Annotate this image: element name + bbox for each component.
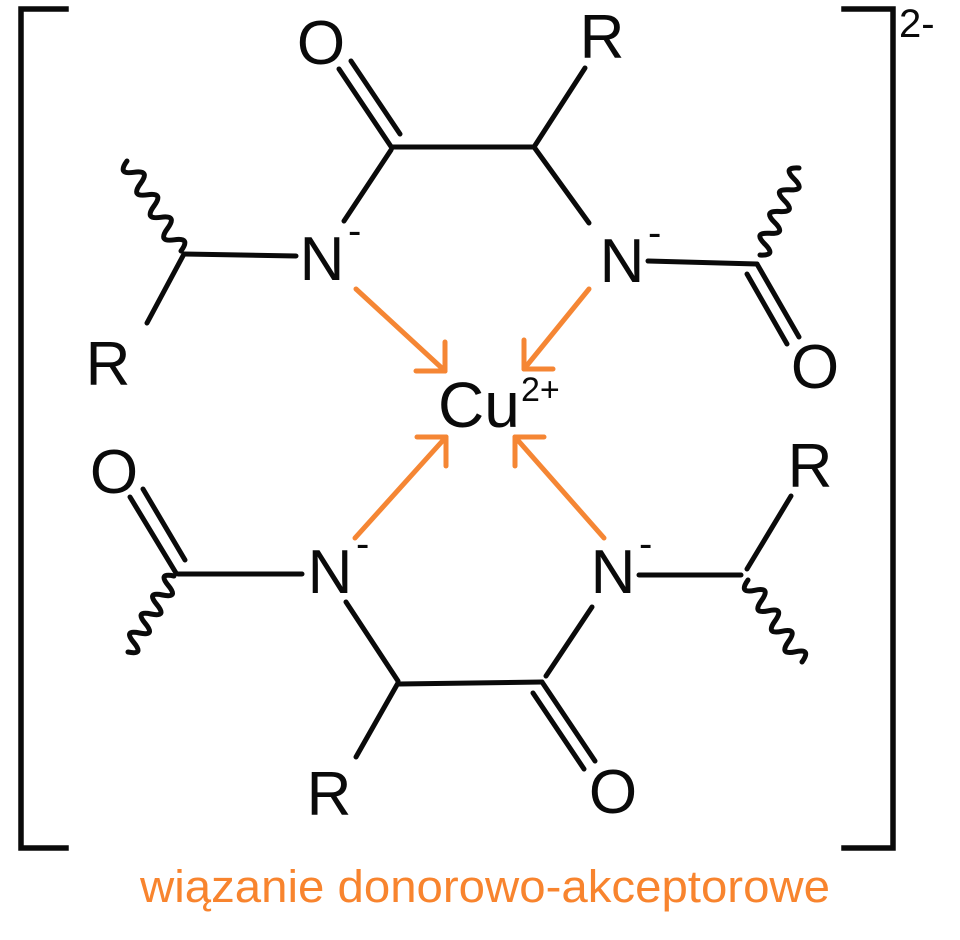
nitrogen-charge-label: - — [648, 211, 661, 255]
carbonyl-double-bond-line — [336, 66, 395, 151]
c-n-bond — [531, 144, 592, 226]
nitrogen-charge-label: - — [356, 522, 369, 566]
c-r-bond — [531, 65, 588, 150]
carbonyl-double-bond-line — [127, 494, 179, 576]
nitrogen-label: N — [308, 538, 353, 607]
wavy-bond — [741, 577, 809, 665]
carbonyl-double-bond-line — [348, 58, 403, 137]
carbonyl-double-bond-line — [754, 261, 802, 340]
atom-labels: O R N - N - O R Cu 2+ O N - N - R O R — [86, 3, 840, 829]
c-r-bond — [353, 680, 401, 760]
wavy-bond — [757, 165, 802, 258]
nitrogen-label: N — [300, 225, 345, 294]
r-group-label: R — [580, 3, 625, 72]
wavy-bond — [125, 572, 177, 656]
c-c-bond — [396, 679, 545, 687]
n-c-bond — [181, 251, 299, 259]
oxygen-label: O — [791, 333, 839, 402]
bond-lines — [120, 58, 809, 772]
donor-acceptor-arrow — [353, 286, 448, 374]
carbonyl-double-bond-line — [539, 679, 598, 764]
wavy-bond — [120, 158, 188, 254]
donor-acceptor-arrow — [512, 434, 607, 541]
complex-brackets — [18, 6, 896, 851]
carbonyl-double-bond-line — [140, 486, 188, 563]
carbonyl-double-bond-line — [744, 271, 790, 347]
central-ion-charge-label: 2+ — [521, 371, 560, 409]
c-n-bond — [341, 147, 394, 224]
central-ion-label: Cu — [438, 369, 520, 441]
c-r-bond — [144, 251, 187, 326]
oxygen-label: O — [90, 438, 138, 507]
donor-acceptor-arrow — [352, 434, 449, 541]
carbonyl-double-bond-line — [530, 690, 587, 772]
r-group-label: R — [788, 432, 833, 501]
donor-acceptor-arrows — [352, 286, 607, 541]
nitrogen-label: N — [591, 538, 636, 607]
c-n-bond — [543, 604, 595, 679]
right-bracket — [841, 6, 896, 851]
r-group-label: R — [307, 760, 352, 829]
r-group-label: R — [86, 330, 131, 399]
n-c-bond — [645, 258, 760, 267]
donor-acceptor-arrow — [521, 286, 592, 372]
left-bracket — [18, 6, 69, 851]
caption: wiązanie donorowo-akceptorowe — [139, 861, 830, 912]
nitrogen-label: N — [600, 227, 645, 296]
oxygen-label: O — [297, 9, 345, 78]
oxygen-label: O — [589, 758, 637, 827]
nitrogen-charge-label: - — [639, 522, 652, 566]
c-r-bond — [744, 493, 794, 572]
overall-charge-label: 2- — [899, 2, 935, 46]
n-c-bond — [343, 599, 401, 684]
nitrogen-charge-label: - — [348, 209, 361, 253]
